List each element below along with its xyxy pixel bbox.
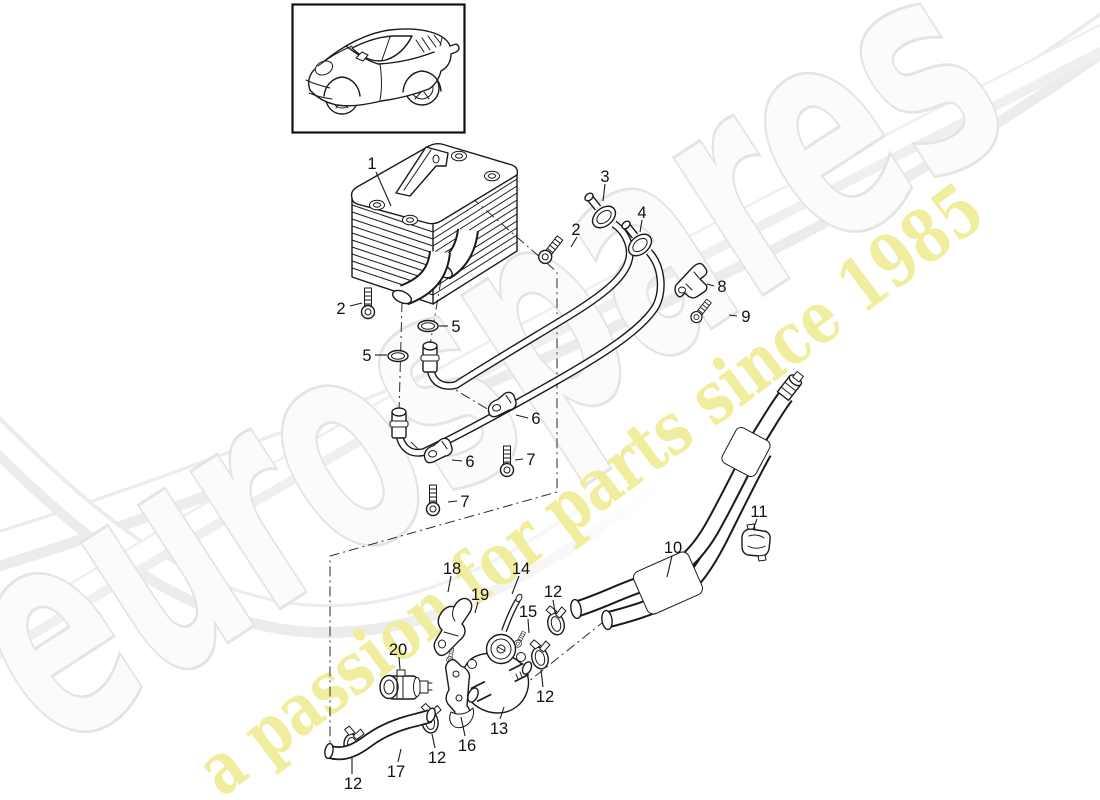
leader-line-9: [728, 314, 738, 317]
leader-line-7: [447, 500, 458, 503]
part-label-1: 1: [367, 155, 376, 173]
screw-2-mid: [538, 235, 564, 265]
screw-2-left: [360, 287, 376, 320]
hose-17: [324, 707, 436, 761]
o-ring-lower: [387, 349, 409, 363]
leader-line-4: [639, 219, 643, 233]
leader-line-12: [540, 669, 544, 688]
leader-line-14: [511, 575, 520, 595]
leader-line-7: [514, 458, 524, 461]
cooler-ports: [391, 228, 479, 306]
part-label-3: 3: [600, 168, 609, 186]
leader-line-15: [527, 618, 530, 634]
part-label-18: 18: [443, 560, 461, 578]
part-label-11: 11: [750, 503, 767, 521]
pipe-brackets: [423, 391, 517, 464]
pipe-3-connector: [584, 192, 617, 229]
water-pipes: [387, 192, 665, 457]
part-label-14: 14: [512, 560, 530, 578]
background-swooshes: [0, 11, 1100, 660]
bracket-8: [674, 262, 708, 299]
part-label-5: 5: [362, 347, 371, 365]
screw-15: [513, 630, 526, 648]
part-label-6: 6: [465, 453, 474, 471]
leader-line-12: [552, 599, 556, 613]
part-label-12: 12: [536, 688, 554, 706]
bolt-holes: [369, 150, 500, 226]
leader-line-2: [570, 236, 578, 248]
leader-line-13: [499, 706, 505, 720]
leader-line-6: [515, 414, 529, 419]
part-label-7: 7: [526, 451, 535, 469]
screw-9: [690, 298, 712, 324]
bracket-18: [433, 597, 473, 657]
leader-line-10: [666, 555, 673, 578]
part-label-12: 12: [344, 775, 362, 793]
hose-end-fitting: [776, 370, 804, 402]
leader-line-6: [451, 459, 463, 462]
part-label-9: 9: [741, 308, 750, 326]
o-ring-upper: [417, 319, 439, 333]
leader-line-16: [460, 716, 466, 737]
leader-line-20: [398, 656, 401, 670]
elbow-fitting-upper: [420, 341, 440, 373]
leader-line-17: [397, 748, 402, 763]
leader-line-8: [706, 283, 715, 287]
part-label-20: 20: [389, 641, 407, 659]
part-label-2: 2: [336, 300, 345, 318]
pipe-4-connector: [621, 220, 653, 257]
part-label-7: 7: [460, 493, 469, 511]
leader-line-18: [447, 575, 452, 593]
screw-7-left: [425, 484, 441, 517]
part-label-15: 15: [519, 603, 537, 621]
leader-line-19: [474, 601, 479, 614]
leader-line-1: [375, 171, 392, 207]
leader-line-11: [752, 518, 758, 531]
part-label-12: 12: [428, 749, 446, 767]
part-label-10: 10: [664, 539, 682, 557]
part-label-8: 8: [717, 278, 726, 296]
leader-line-3: [602, 183, 606, 202]
valve-13: [461, 633, 533, 714]
part-label-17: 17: [387, 763, 405, 781]
part-label-12: 12: [544, 583, 562, 601]
part-label-2: 2: [571, 221, 580, 239]
porsche-911-line-art: [305, 28, 460, 115]
clip-11: [741, 523, 771, 562]
part-label-13: 13: [490, 720, 508, 738]
part-label-19: 19: [471, 586, 489, 604]
heat-exchanger: [350, 143, 519, 306]
hose-assembly: [570, 370, 804, 631]
vehicle-thumbnail: [291, 3, 466, 134]
part-label-4: 4: [637, 204, 646, 222]
screw-7-right: [499, 445, 515, 478]
part-label-16: 16: [458, 737, 476, 755]
valve-20: [379, 669, 433, 700]
leader-line-12: [431, 733, 436, 749]
pin-14: [501, 593, 523, 633]
part-label-6: 6: [531, 410, 540, 428]
elbow-fitting-lower: [389, 407, 409, 439]
leader-line-2: [349, 302, 363, 307]
part-label-5: 5: [451, 318, 460, 336]
